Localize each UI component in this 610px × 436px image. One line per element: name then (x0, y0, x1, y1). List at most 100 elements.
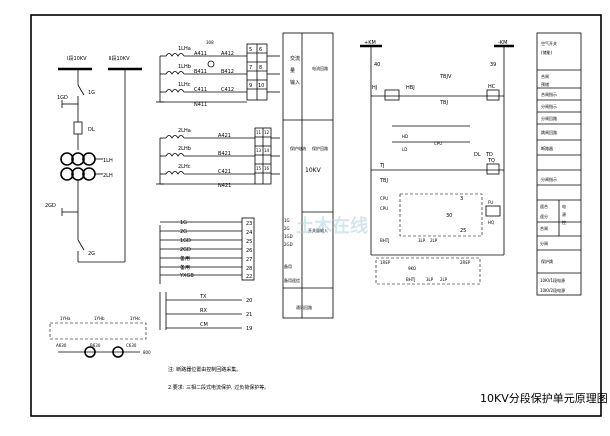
ctl-td: TD (485, 152, 493, 158)
ctl-dl: DL (474, 152, 481, 158)
ctl-bhtj-2: BHTJ (406, 277, 415, 282)
panel-text-3: 输入 (290, 79, 300, 86)
ctl-cpu: CPU (434, 141, 442, 146)
comm-cm: CM (200, 322, 208, 328)
panel-in-2gd: 2GD (284, 242, 293, 247)
tbl-breaker: 断路器 (541, 145, 553, 151)
tbl-close-ind: 合闸指示 (541, 91, 557, 97)
ct1-coil-b: 1LHb (178, 64, 191, 70)
dc-plus-label: +KM (364, 40, 376, 46)
pt-800: 800 (143, 350, 151, 355)
tbl-open-ind-2: 分闸指示 (541, 176, 557, 182)
t14: 14 (264, 148, 270, 153)
earth-1gd-label: 1GD (57, 95, 68, 101)
ctl-tbjv: TBJV (439, 74, 452, 80)
t6: 6 (259, 47, 262, 53)
tbl-side-3: 控 (562, 219, 566, 225)
ct2-coil-a: 2LHa (178, 128, 191, 134)
pt-b630: B630 (90, 343, 101, 348)
tbl-prestore: 预储 (541, 81, 549, 87)
tbl-close: 合闸 (541, 73, 549, 79)
ctl-cpu-1: CPU (380, 196, 388, 201)
drawing-frame (30, 14, 602, 417)
ctl-2lp-2: 2LP (440, 277, 448, 282)
t24: 24 (246, 230, 252, 236)
t21: 21 (246, 312, 252, 318)
t20: 20 (246, 298, 252, 304)
cpu-contacts-box (399, 193, 483, 237)
panel-text-1: 交流 (290, 55, 300, 62)
ctl-1rep: 1REP (380, 260, 391, 265)
breaker-dl (73, 121, 83, 135)
panel-in-2g: 2G (284, 226, 290, 231)
function-panel: 交流 量 输入 电流回路 保护电流 保护回路 10KV 1G 2G 1GD 2G… (282, 32, 334, 319)
ctl-3: 3 (460, 196, 463, 202)
watermark-logo: 土木在线 (296, 215, 368, 237)
panel-prot-loop: 保护回路 (312, 145, 328, 151)
tbl-air-switch: 空气开关 (541, 40, 557, 46)
tbl-open-2: 分闸 (540, 240, 548, 246)
in-2g: 2G (180, 229, 187, 235)
ct-symbols (60, 152, 103, 181)
bus2-label: Ⅱ段10KV (109, 55, 130, 62)
panel-in-1gd: 1GD (284, 234, 293, 239)
tbl-trip-loop: 跳闸回路 (541, 129, 557, 135)
panel-comm: 通讯回路 (296, 304, 312, 310)
tbl-side-2: 源 (562, 211, 566, 217)
ctl-25: 25 (460, 228, 466, 234)
comm-circuit: TX RX CM 20 21 19 (159, 292, 252, 332)
pt-a630: A630 (56, 343, 67, 348)
tbl-prot-trip: 保护跳 (541, 258, 553, 264)
wire-n411: N411 (194, 102, 207, 108)
note-1: 注: 断路器位置由控制回路采集。 (168, 366, 241, 373)
t7: 7 (249, 65, 252, 71)
panel-current-loop: 电流回路 (312, 65, 328, 71)
coil-hq (485, 205, 501, 217)
ctl-hq: HQ (488, 220, 494, 225)
t22: 22 (246, 274, 252, 280)
switch-inputs: 1G 2G 1GD 2GD 备用 备用 YXGB 23 24 25 26 27 … (159, 217, 255, 284)
panel-switch-input: 开关量输入 (308, 227, 328, 233)
pt-c630: C630 (126, 343, 137, 348)
primary-circuit: Ⅰ段10KV Ⅱ段10KV 1G 1GD DL 1LH 2LH (45, 55, 142, 263)
lamp-ld: LD (402, 147, 407, 152)
in-yxgb: YXGB (179, 273, 194, 279)
tbl-open-loop: 分闸回路 (541, 115, 557, 121)
wire-b412: B412 (221, 69, 234, 75)
function-table: 空气开关 (储能) 合闸 预储 合闸指示 分闸指示 分闸回路 跳闸回路 断路器 … (536, 32, 582, 296)
in-spare1: 备用 (180, 255, 190, 262)
switch-2g-label: 2G (88, 251, 95, 257)
ct-2lh-label: 2LH (103, 173, 113, 179)
pt-coil-b: 1YHb (94, 316, 105, 321)
pt-coil-a: 1YHa (60, 316, 71, 321)
wire-c421: C421 (218, 169, 231, 175)
ctl-2rep: 2REP (460, 260, 471, 265)
t23: 23 (246, 221, 252, 227)
pt-circuit: 1YHa 1YHb 1YHc A630 B630 C630 800 (49, 316, 151, 358)
panel-in-spare: 备用 (284, 263, 292, 269)
pt-coil-c: 1YHc (130, 316, 140, 321)
ct1-coil-a: 1LHa (178, 46, 191, 52)
ctl-tj: TJ (379, 163, 385, 169)
ctl-3lp: 3LP (418, 238, 426, 243)
comm-rx: RX (200, 308, 207, 314)
wire-b421: B421 (218, 151, 231, 157)
ct-1lh-label: 1LH (103, 158, 113, 164)
panel-text-2: 量 (290, 67, 295, 74)
wire-n421: N421 (218, 183, 231, 189)
t19: 19 (246, 326, 252, 332)
panel-prot-current: 保护电流 (290, 145, 306, 151)
dc-minus-label: -KM (498, 40, 507, 46)
t11: 11 (256, 130, 262, 135)
tbl-side-1: 电 (562, 203, 566, 209)
ctl-fu: FU (488, 200, 493, 205)
t15: 15 (256, 166, 262, 171)
bus1-label: Ⅰ段10KV (67, 55, 87, 62)
panel-spare-signal: 备用遥信 (284, 277, 300, 283)
wire-a411: A411 (194, 51, 207, 57)
comm-tx: TX (199, 294, 207, 300)
junction-308: 308 (206, 40, 214, 45)
ctl-3lp-2: 3LP (426, 277, 434, 282)
